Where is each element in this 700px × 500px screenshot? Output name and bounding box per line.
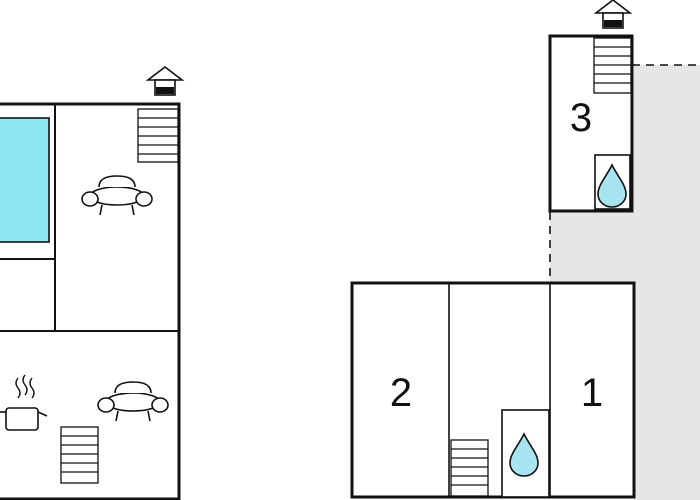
- pool: [0, 117, 50, 243]
- stairs-icon: [60, 426, 99, 484]
- stairs-icon: [137, 108, 179, 163]
- left-building: [0, 66, 183, 500]
- cooking-pot-icon: [0, 374, 48, 431]
- stairs-icon: [450, 439, 489, 497]
- room-3-label: 3: [570, 96, 592, 140]
- house-entrance-icon: [147, 66, 183, 96]
- ground-floor-outline: [350, 281, 636, 499]
- house-entrance-icon: [595, 0, 631, 29]
- room-1-label: 1: [581, 371, 603, 415]
- stairs-icon: [593, 37, 632, 94]
- room-2-label: 2: [390, 371, 412, 415]
- right-building: 3 2 1: [350, 0, 700, 500]
